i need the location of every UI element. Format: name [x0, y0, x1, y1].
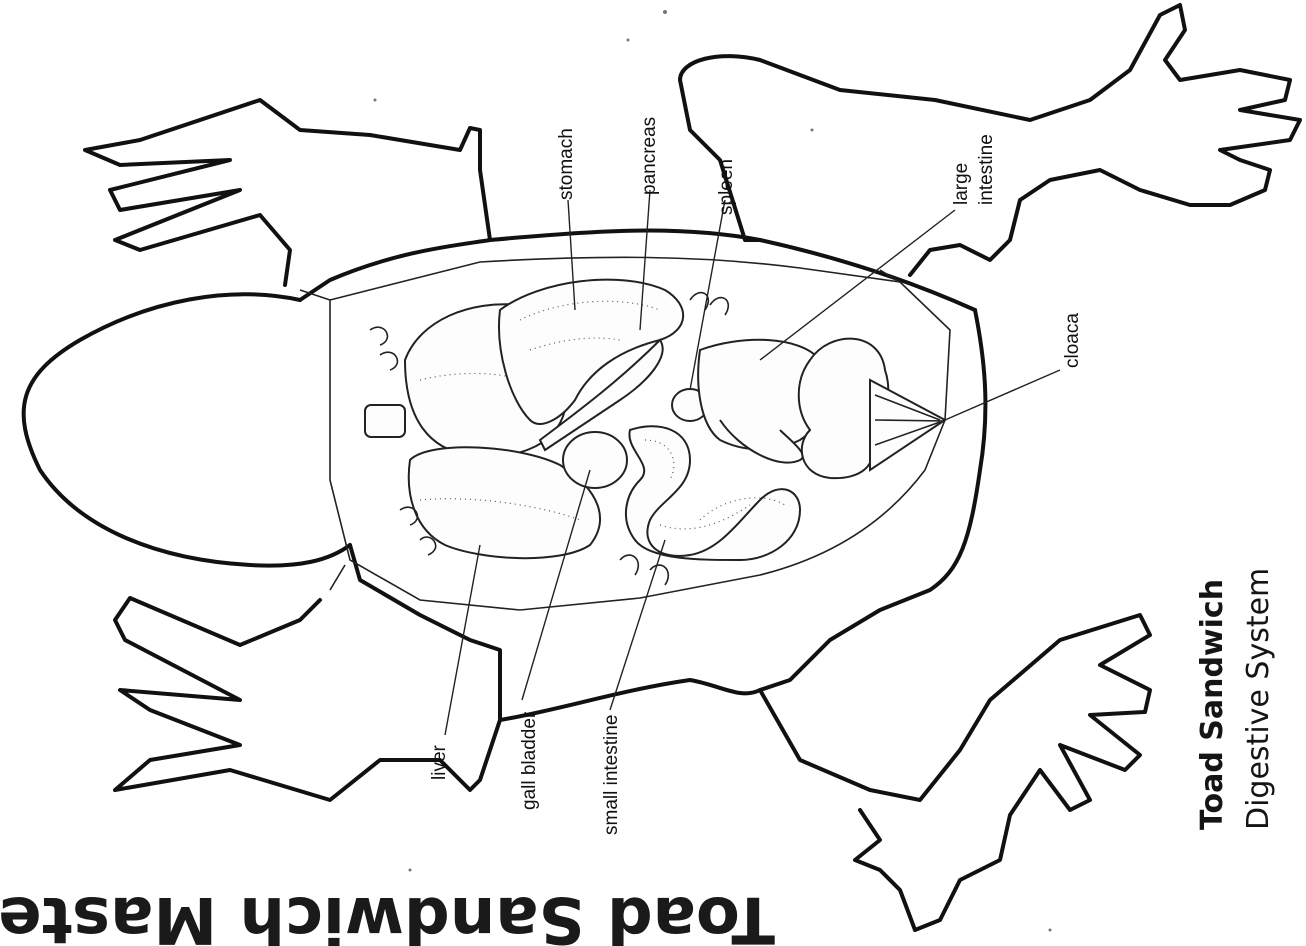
large-intestine-leader [760, 210, 955, 360]
label-stomach: stomach [556, 128, 577, 200]
mirrored-header: Toad Sandwich Master [0, 882, 775, 946]
label-spleen: spleen [716, 159, 737, 215]
label-pancreas: pancreas [639, 117, 660, 195]
label-cloaca: cloaca [1062, 313, 1083, 368]
title-main: Toad Sandwich [1195, 579, 1230, 830]
throat-shape [365, 405, 405, 437]
label-small-intestine: small intestine [601, 715, 622, 835]
gall-bladder-shape [563, 432, 627, 488]
label-large-intestine-line1: large [951, 163, 972, 205]
organs [365, 280, 945, 585]
label-gall-bladder: gall bladder [519, 711, 540, 810]
title-sub: Digestive System [1241, 568, 1276, 830]
label-liver: liver [429, 744, 450, 780]
title-block: Toad Sandwich Digestive System [1195, 568, 1276, 830]
cloaca-leader [945, 370, 1060, 420]
label-large-intestine-line2: intestine [976, 134, 997, 205]
